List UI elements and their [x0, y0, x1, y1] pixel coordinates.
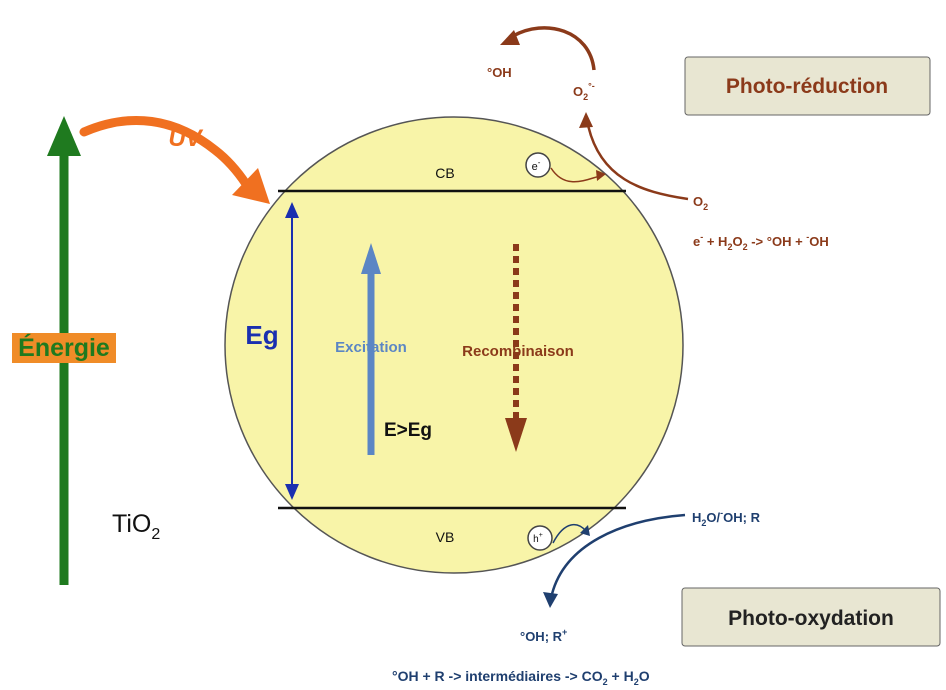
electron-label: e- — [532, 158, 541, 173]
equation-fragment: -> °OH + — [748, 234, 807, 249]
material-label: TiO2 — [112, 510, 160, 543]
equation-fragment: O — [639, 668, 650, 684]
excitation-condition: E>Eg — [384, 420, 432, 441]
band-gap-label: Eg — [245, 320, 278, 350]
electron-transfer-curve — [550, 167, 601, 183]
superoxide-to-oh-arrowhead — [500, 30, 520, 45]
reduction-pathway: °OH O2°- O2 e- + H2O2 -> °OH + -OH Photo… — [487, 26, 931, 252]
photo-oxidation-label: Photo-oxydation — [728, 607, 894, 630]
equation-fragment: 2 — [603, 677, 608, 685]
oxidation-curve — [550, 513, 686, 595]
oxidation-pathway: H2O/-OH; R °OH; R+ °OH + R -> intermédia… — [392, 508, 941, 687]
hydroxyl-radical-top: °OH — [487, 65, 512, 80]
recombination-label: Recombinaison — [462, 343, 574, 360]
band-gap-arrowhead-top — [285, 202, 299, 218]
o2-to-superoxide-curve — [586, 124, 689, 201]
equation-fragment: + H — [703, 234, 727, 249]
superoxide-to-oh-curve — [512, 26, 596, 71]
oxidation-reactants: H2O/-OH; R — [692, 508, 761, 528]
excitation-arrow — [361, 243, 381, 455]
superoxide-label: O2°- — [573, 81, 595, 102]
uv-arrow-curve — [79, 115, 251, 189]
uv-arrow: UV — [79, 115, 270, 204]
oxidation-equation: °OH + R -> intermédiaires -> CO2 + H2O — [392, 668, 650, 685]
equation-fragment: °OH + R -> intermédiaires -> CO — [392, 668, 603, 684]
equation-fragment: - — [806, 232, 809, 242]
photo-oxidation-box — [681, 587, 941, 647]
equation-fragment: OH — [809, 234, 829, 249]
hole-transfer-curve — [552, 524, 587, 544]
excitation-label: Excitation — [335, 339, 407, 356]
oxidation-arrowhead — [543, 592, 558, 608]
uv-arrowhead — [232, 168, 270, 204]
band-gap-arrowhead-bottom — [285, 484, 299, 500]
particle-sphere — [224, 116, 684, 574]
equation-fragment: 2 — [743, 242, 748, 252]
equation-fragment: OH; R — [723, 510, 760, 525]
electron-transfer-arrowhead — [596, 170, 606, 181]
vb-label: VB — [436, 529, 455, 545]
equation-fragment: O/ — [706, 510, 720, 525]
equation-fragment: °OH; R — [520, 629, 563, 644]
equation-fragment: O — [732, 234, 742, 249]
o2-to-superoxide-arrowhead — [579, 112, 593, 128]
cb-label: CB — [435, 165, 454, 181]
photo-reduction-label: Photo-réduction — [726, 75, 888, 98]
reduction-equation: e- + H2O2 -> °OH + -OH — [693, 232, 829, 252]
energy-label-background — [12, 333, 116, 363]
excitation-arrowhead — [361, 243, 381, 274]
hole-transfer-arrowhead — [580, 525, 590, 536]
oxygen-label: O2 — [693, 194, 708, 212]
tio2-particle: CB VB Eg Excitation E>Eg Recombinaison e… — [224, 116, 684, 574]
equation-fragment: H — [692, 510, 701, 525]
electron-circle — [525, 152, 551, 178]
energy-axis-arrowhead — [47, 116, 81, 156]
equation-fragment: e — [693, 234, 700, 249]
equation-fragment: - — [720, 508, 723, 518]
recombination-arrowhead — [505, 418, 527, 452]
uv-label: UV — [168, 125, 203, 152]
equation-fragment: 2 — [701, 518, 706, 528]
oxidation-products: °OH; R+ — [520, 627, 567, 644]
photo-reduction-box — [684, 56, 931, 116]
equation-fragment: + H — [608, 668, 634, 684]
equation-fragment: 2 — [727, 242, 732, 252]
hole-circle — [527, 525, 553, 551]
band-gap-arrow — [285, 202, 299, 500]
energy-axis: Énergie — [12, 116, 116, 585]
equation-fragment: + — [562, 627, 567, 637]
hole-label: h+ — [533, 532, 543, 545]
energy-label: Énergie — [18, 333, 110, 362]
equation-fragment: - — [700, 232, 703, 242]
equation-fragment: 2 — [634, 677, 639, 685]
recombination-arrow — [505, 244, 527, 452]
